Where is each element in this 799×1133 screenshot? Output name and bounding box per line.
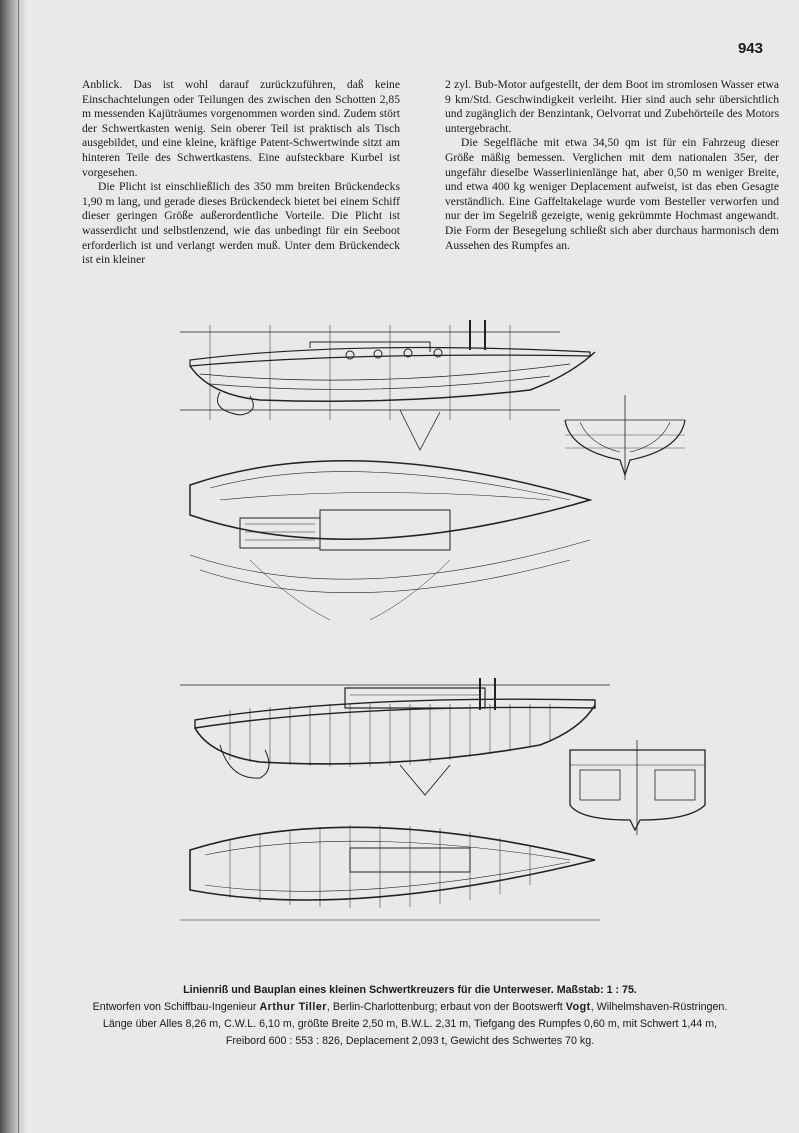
binding-edge [18, 0, 19, 1133]
caption-line-2: Entworfen von Schiffbau-Ingenieur Arthur… [40, 999, 780, 1016]
left-column: Anblick. Das ist wohl darauf zurückzufüh… [82, 78, 400, 268]
caption-credit-c: , Wilhelmshaven-Rüstringen. [590, 1001, 728, 1013]
caption-line-4: Freibord 600 : 553 : 826, Deplacement 2,… [225, 1035, 595, 1047]
caption-line-3: Länge über Alles 8,26 m, C.W.L. 6,10 m, … [102, 1018, 718, 1030]
construction-plan-profile [180, 678, 610, 796]
right-paragraph-1: 2 zyl. Bub-Motor aufgestellt, der dem Bo… [445, 78, 779, 135]
caption-scale: Maßstab: 1 : 75. [556, 984, 637, 996]
body-plan-sections [564, 395, 686, 480]
midship-section [569, 740, 706, 835]
lines-plan-profile [180, 320, 596, 451]
caption-line-1: Linienriß und Bauplan eines kleinen Schw… [40, 982, 780, 999]
book-spine-shadow [0, 0, 26, 1133]
page-number: 943 [737, 40, 763, 57]
lines-plan-top-view [189, 460, 593, 621]
caption-credit-a: Entworfen von Schiffbau-Ingenieur [92, 1001, 257, 1013]
figure-caption: Linienriß und Bauplan eines kleinen Schw… [40, 982, 780, 1050]
right-paragraph-2: Die Segelfläche mit etwa 34,50 qm ist fü… [445, 136, 779, 252]
right-column: 2 zyl. Bub-Motor aufgestellt, der dem Bo… [445, 78, 779, 253]
caption-yard: Vogt [565, 1001, 591, 1013]
left-paragraph-1: Anblick. Das ist wohl darauf zurückzufüh… [82, 78, 400, 179]
construction-plan-top-view [180, 825, 600, 921]
left-paragraph-2: Die Plicht ist einschließlich des 350 mm… [82, 180, 400, 267]
caption-credit-b: , Berlin-Charlottenburg; erbaut von der … [326, 1001, 563, 1013]
caption-designer: Arthur Tiller [259, 1001, 327, 1013]
caption-title: Linienriß und Bauplan eines kleinen Schw… [183, 984, 554, 996]
boat-plans-drawing [180, 320, 706, 921]
